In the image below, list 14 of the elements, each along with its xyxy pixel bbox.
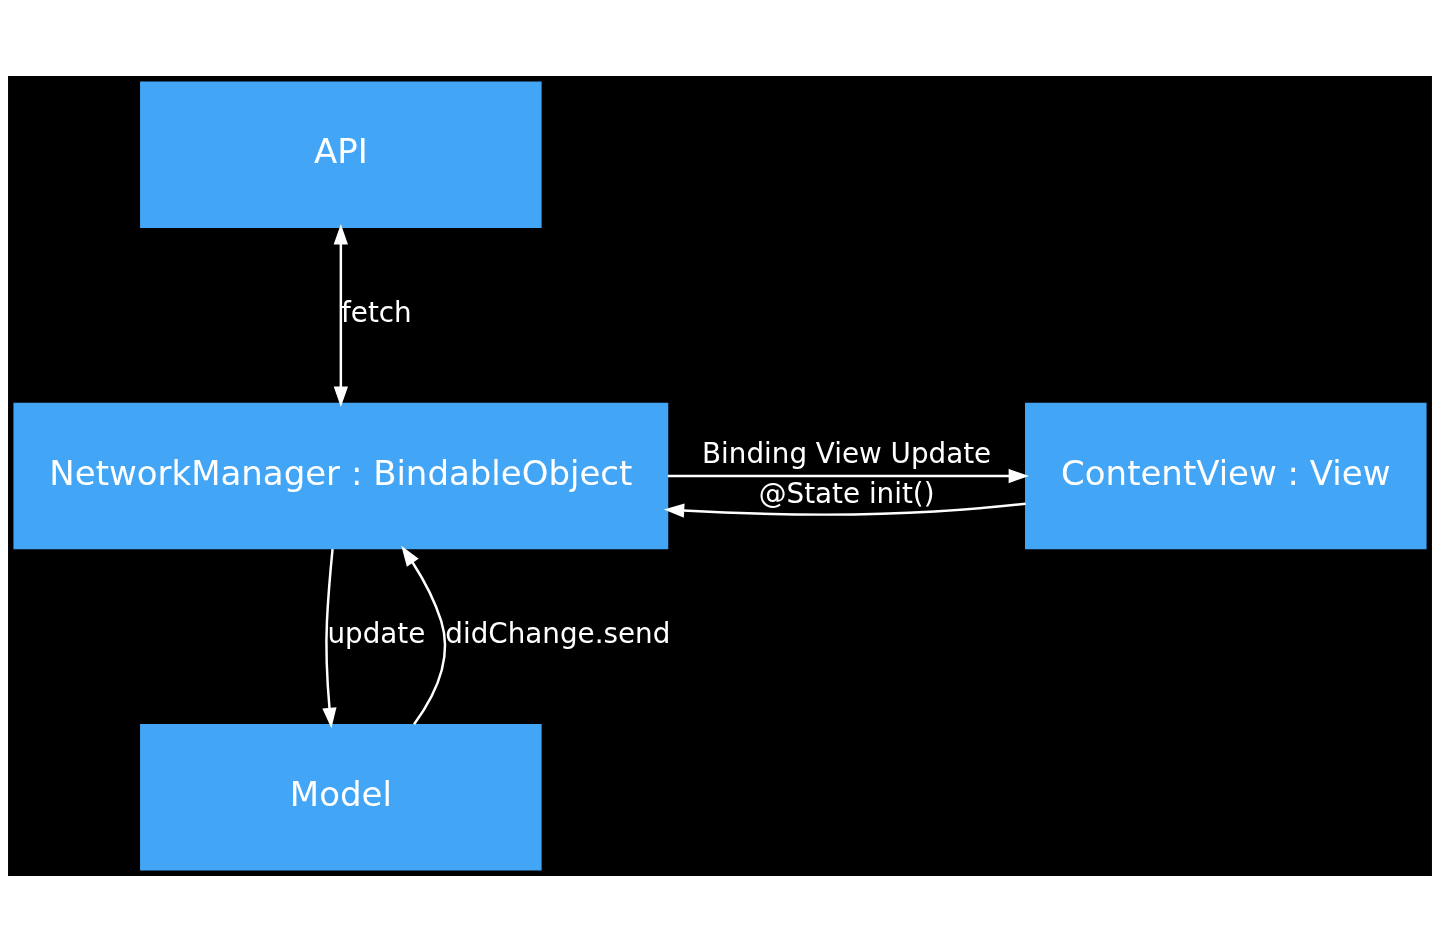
edge-label: Binding View Update [702, 436, 992, 470]
arrow [663, 502, 1026, 518]
edge-label: didChange.send [445, 617, 671, 651]
arrow [333, 223, 348, 408]
arrow [322, 548, 337, 729]
arrow [667, 468, 1030, 484]
arrow [401, 545, 447, 725]
edge-label: @State init() [758, 476, 935, 510]
edge-label: update [327, 617, 426, 651]
node-box: ContentView : View [1025, 402, 1427, 550]
node-box: Model [140, 723, 542, 871]
node-box: API [140, 81, 542, 229]
node-box: NetworkManager : BindableObject [13, 402, 669, 550]
edge-label: fetch [341, 296, 412, 330]
